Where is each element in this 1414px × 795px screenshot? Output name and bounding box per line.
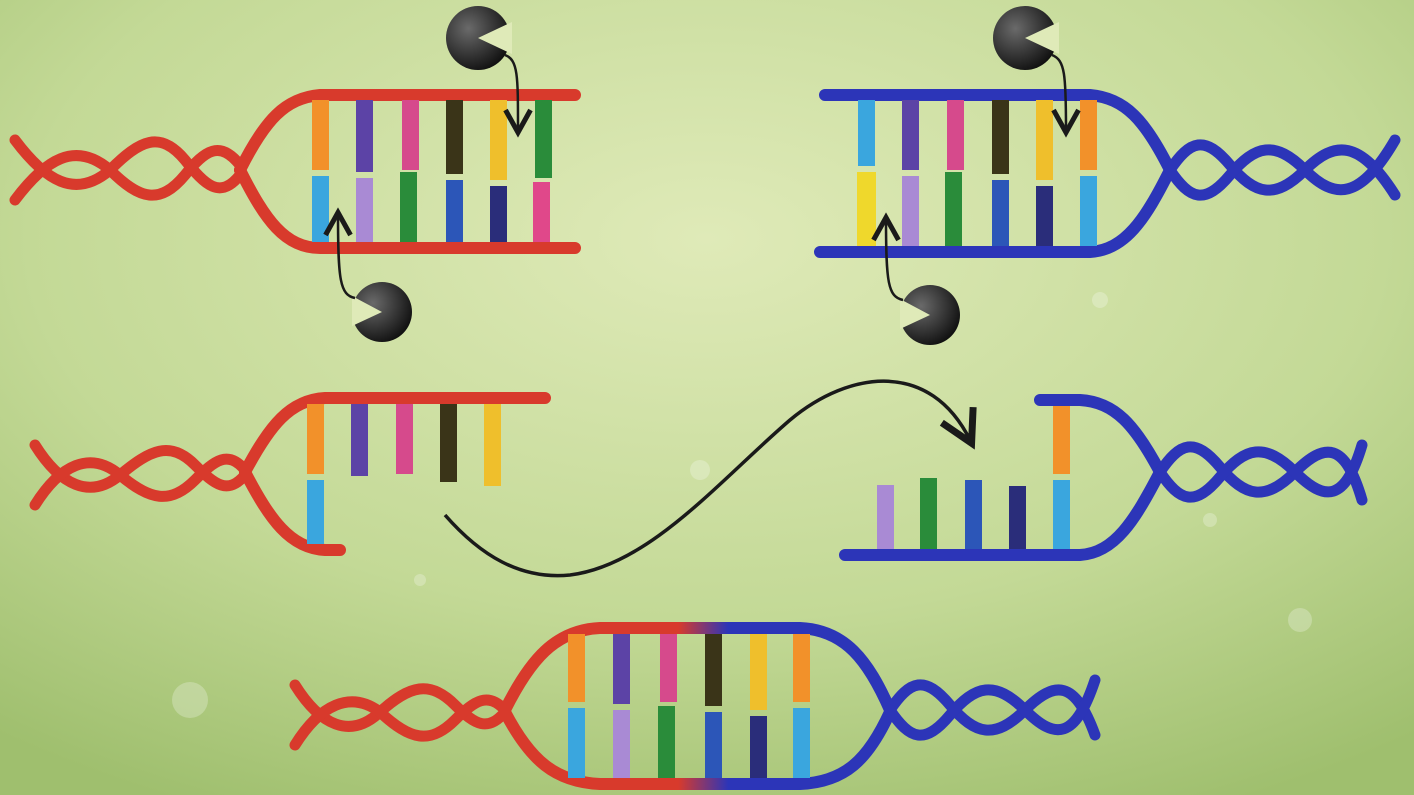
- restriction-enzyme-icon: [352, 282, 412, 342]
- restriction-enzyme-icon: [900, 285, 960, 345]
